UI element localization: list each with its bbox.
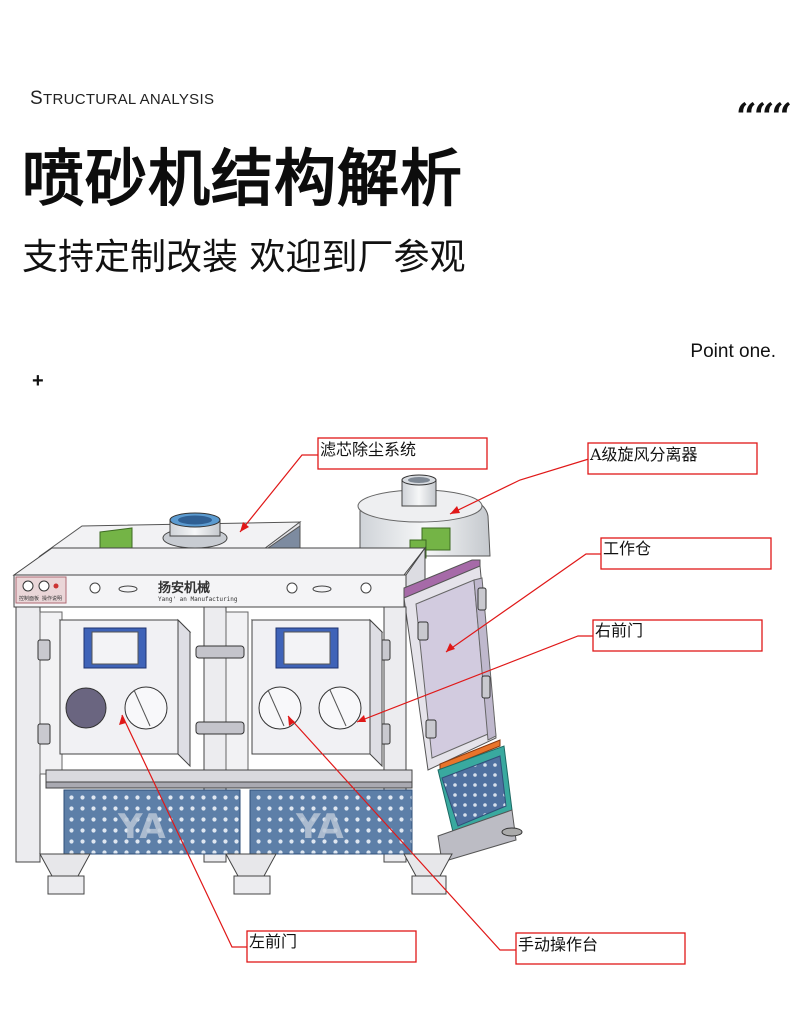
- main-top-beam: 控制面板 操作说明 扬安机械 Yang' an Manufacturing: [12, 546, 427, 609]
- brand-subtitle: Yang' an Manufacturing: [158, 596, 238, 603]
- perforated-panel-left: YA: [63, 789, 241, 855]
- callout-filter-system: 滤芯除尘系统: [317, 437, 488, 470]
- label-filter-system: 滤芯除尘系统: [320, 440, 416, 459]
- callout-right-door: 右前门: [592, 619, 763, 652]
- label-workbench: 手动操作台: [518, 935, 598, 954]
- callout-work-chamber: 工作仓: [600, 537, 772, 570]
- label-cyclone-separator: A级旋风分离器: [589, 445, 698, 464]
- brand-name: 扬安机械: [158, 580, 210, 596]
- label-right-door: 右前门: [595, 621, 643, 640]
- panel-text-left: 控制面板: [19, 595, 39, 602]
- page-title: 喷砂机结构解析: [22, 142, 464, 215]
- right-front-door: [250, 618, 384, 768]
- eyebrow-text: TRUCTURAL ANALYSIS: [42, 91, 215, 108]
- callout-workbench: 手动操作台: [515, 932, 686, 965]
- cyclone-separator: [357, 474, 491, 559]
- plus-icon: +: [32, 370, 44, 392]
- label-work-chamber: 工作仓: [603, 539, 651, 558]
- logo-mark-left: YA: [117, 807, 166, 847]
- quote-mark-icon: “““: [736, 96, 790, 138]
- workbench-rail: [45, 769, 413, 789]
- callout-arrowheads: [119, 506, 460, 726]
- point-label: Point one.: [690, 341, 776, 362]
- perforated-panel-right: YA: [249, 789, 413, 855]
- callout-lines: [121, 454, 604, 951]
- callout-cyclone-separator: A级旋风分离器: [587, 442, 758, 475]
- label-left-door: 左前门: [249, 932, 297, 951]
- section-eyebrow: STRUCTURAL ANALYSIS: [30, 88, 214, 110]
- callout-left-door: 左前门: [246, 930, 417, 963]
- page-subtitle: 支持定制改装 欢迎到厂参观: [22, 237, 466, 278]
- left-front-door: [58, 618, 192, 768]
- filter-outlet-pipe: [162, 512, 228, 549]
- eyebrow-initial: S: [30, 88, 43, 109]
- work-chamber: [403, 559, 523, 863]
- logo-mark-right: YA: [295, 807, 344, 847]
- panel-text-right: 操作说明: [42, 595, 62, 602]
- machine-feet: [39, 853, 453, 895]
